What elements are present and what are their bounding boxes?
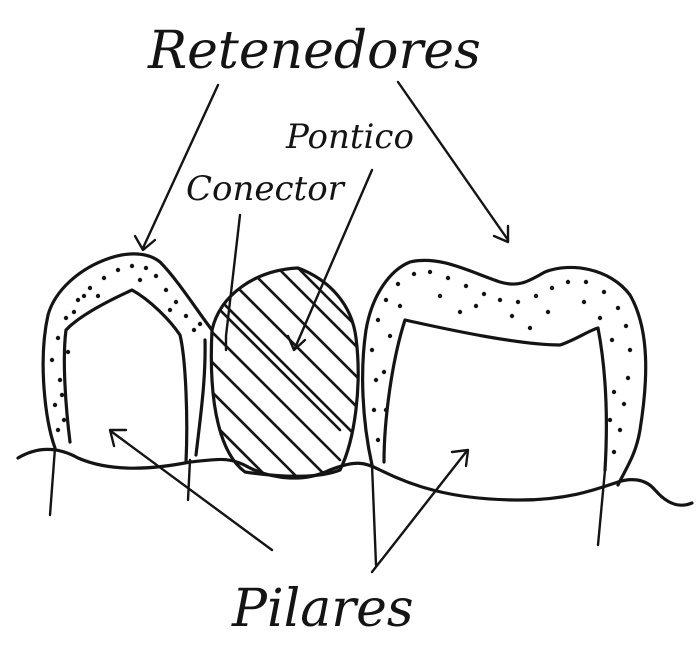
stipple-dot [58, 378, 62, 382]
stipple-dot [626, 376, 630, 380]
connector-outline [196, 340, 205, 455]
stipple-dot [56, 428, 60, 432]
stipple-dot [376, 438, 380, 442]
stipple-dot [376, 318, 380, 322]
arrow-retenedores-right [398, 82, 508, 240]
stipple-dot [102, 276, 106, 280]
right-tooth [363, 260, 646, 565]
left-tooth [43, 254, 212, 515]
stipple-dot [464, 284, 468, 288]
stipple-dot [388, 334, 392, 338]
stipple-dot [412, 272, 416, 276]
stipple-dot [198, 322, 202, 326]
stipple-dot [116, 268, 120, 272]
stipple-dot [550, 286, 554, 290]
stipple-dot [88, 286, 92, 290]
stipple-dot [62, 418, 66, 422]
stipple-dot [628, 348, 632, 352]
stipple-dot [612, 450, 616, 454]
stipple-dot [56, 336, 60, 340]
stipple-dot [498, 298, 502, 302]
stipple-dot [446, 276, 450, 280]
left-root-lines [50, 448, 190, 515]
stipple-dot [528, 326, 532, 330]
stipple-dot [66, 350, 70, 354]
right-abutment-outline [384, 320, 606, 470]
stipple-dot [584, 280, 588, 284]
label-conector: Conector [186, 169, 346, 209]
stipple-dot [138, 278, 142, 282]
stipple-dot [144, 266, 148, 270]
stipple-dot [602, 290, 606, 294]
stipple-dot [474, 304, 478, 308]
label-pontico: Pontico [285, 117, 414, 157]
stipple-dot [382, 370, 386, 374]
gum-line [18, 449, 692, 505]
stipple-dot [72, 310, 76, 314]
stipple-dot [616, 306, 620, 310]
label-retenedores: Retenedores [147, 21, 481, 81]
stipple-dot [482, 292, 486, 296]
left-abutment-outline [64, 290, 186, 462]
right-root-lines [372, 465, 605, 565]
stipple-dot [370, 348, 374, 352]
stipple-dot [168, 308, 172, 312]
stipple-dot [610, 338, 614, 342]
stipple-dot [438, 294, 442, 298]
line-conector [226, 215, 240, 350]
stipple-dot [428, 270, 432, 274]
stipple-dot [372, 408, 376, 412]
stipple-dot [50, 358, 54, 362]
stipple-dot [154, 274, 158, 278]
stipple-dot [516, 300, 520, 304]
stipple-dot [96, 294, 100, 298]
stipple-dot [622, 402, 626, 406]
stipple-dot [82, 294, 86, 298]
stipple-dot [60, 393, 64, 397]
arrow-pilares-left [112, 432, 272, 550]
stipple-dot [510, 314, 514, 318]
stipple-dot [64, 316, 68, 320]
stipple-dot [130, 264, 134, 268]
stipple-dot [384, 298, 388, 302]
stipple-dot [53, 403, 57, 407]
stipple-dot [384, 408, 388, 412]
stipple-dot [398, 304, 402, 308]
stipple-dot [582, 300, 586, 304]
stipple-dot [192, 328, 196, 332]
stipple-dot [566, 280, 570, 284]
stipple-dot [164, 288, 168, 292]
label-pilares: Pilares [231, 579, 414, 639]
stipple-dot [534, 294, 538, 298]
stipple-dot [184, 314, 188, 318]
stipple-dot [396, 282, 400, 286]
arrow-retenedores-left [143, 85, 218, 248]
stipple-dot [608, 418, 612, 422]
arrow-pilares-right [372, 452, 466, 572]
stipple-dot [458, 310, 462, 314]
stipple-dot [374, 378, 378, 382]
stipple-dot [76, 298, 80, 302]
stipple-dot [174, 300, 178, 304]
stipple-dot [612, 390, 616, 394]
stipple-dot [598, 316, 602, 320]
stipple-dot [624, 324, 628, 328]
stipple-dot [546, 310, 550, 314]
stipple-dot [618, 428, 622, 432]
